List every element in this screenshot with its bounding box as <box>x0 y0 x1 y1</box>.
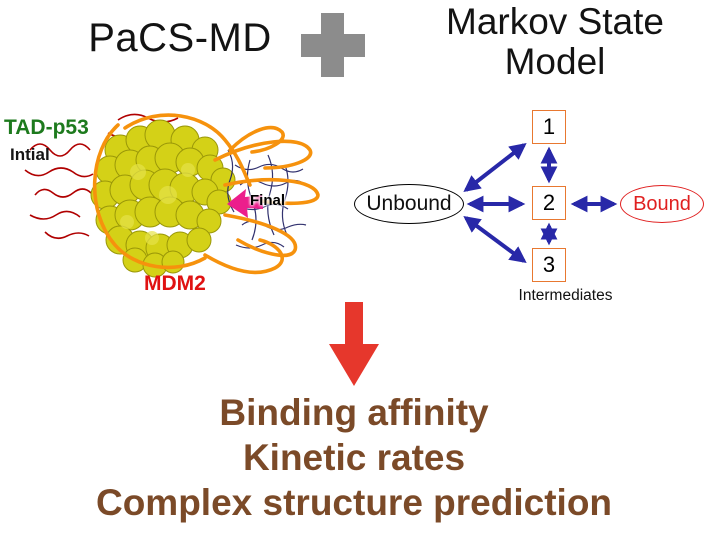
final-label: Final <box>250 192 286 209</box>
result-line-kinetic-rates: Kinetic rates <box>242 437 466 478</box>
final-arrow-icon <box>227 189 263 218</box>
markov-title: Markov State Model <box>415 2 695 82</box>
pacsmd-title: PaCS-MD <box>88 16 272 60</box>
tad-p53-label: TAD-p53 <box>4 116 89 139</box>
markov-title-line2: Model <box>504 40 606 82</box>
state-box-3: 3 <box>532 248 566 282</box>
bound-state: Bound <box>620 185 704 223</box>
plus-icon <box>301 13 365 77</box>
markov-arrows <box>463 142 618 264</box>
unbound-state: Unbound <box>354 184 464 224</box>
result-line-binding-affinity: Binding affinity <box>219 392 489 433</box>
initial-label: Intial <box>10 145 50 164</box>
state-box-1: 1 <box>532 110 566 144</box>
mdm2-label: MDM2 <box>144 272 206 295</box>
state-box-2: 2 <box>532 186 566 220</box>
intermediates-label: Intermediates <box>518 287 613 304</box>
markov-title-line1: Markov State <box>446 1 664 42</box>
molecular-structure-graphic <box>24 113 320 278</box>
down-arrow-icon <box>329 302 379 386</box>
pathway-chains <box>92 113 320 275</box>
result-line-complex-structure: Complex structure prediction <box>95 482 613 523</box>
mdm2-surface-blob <box>90 119 236 278</box>
mdm2-surface-highlights <box>120 163 195 245</box>
